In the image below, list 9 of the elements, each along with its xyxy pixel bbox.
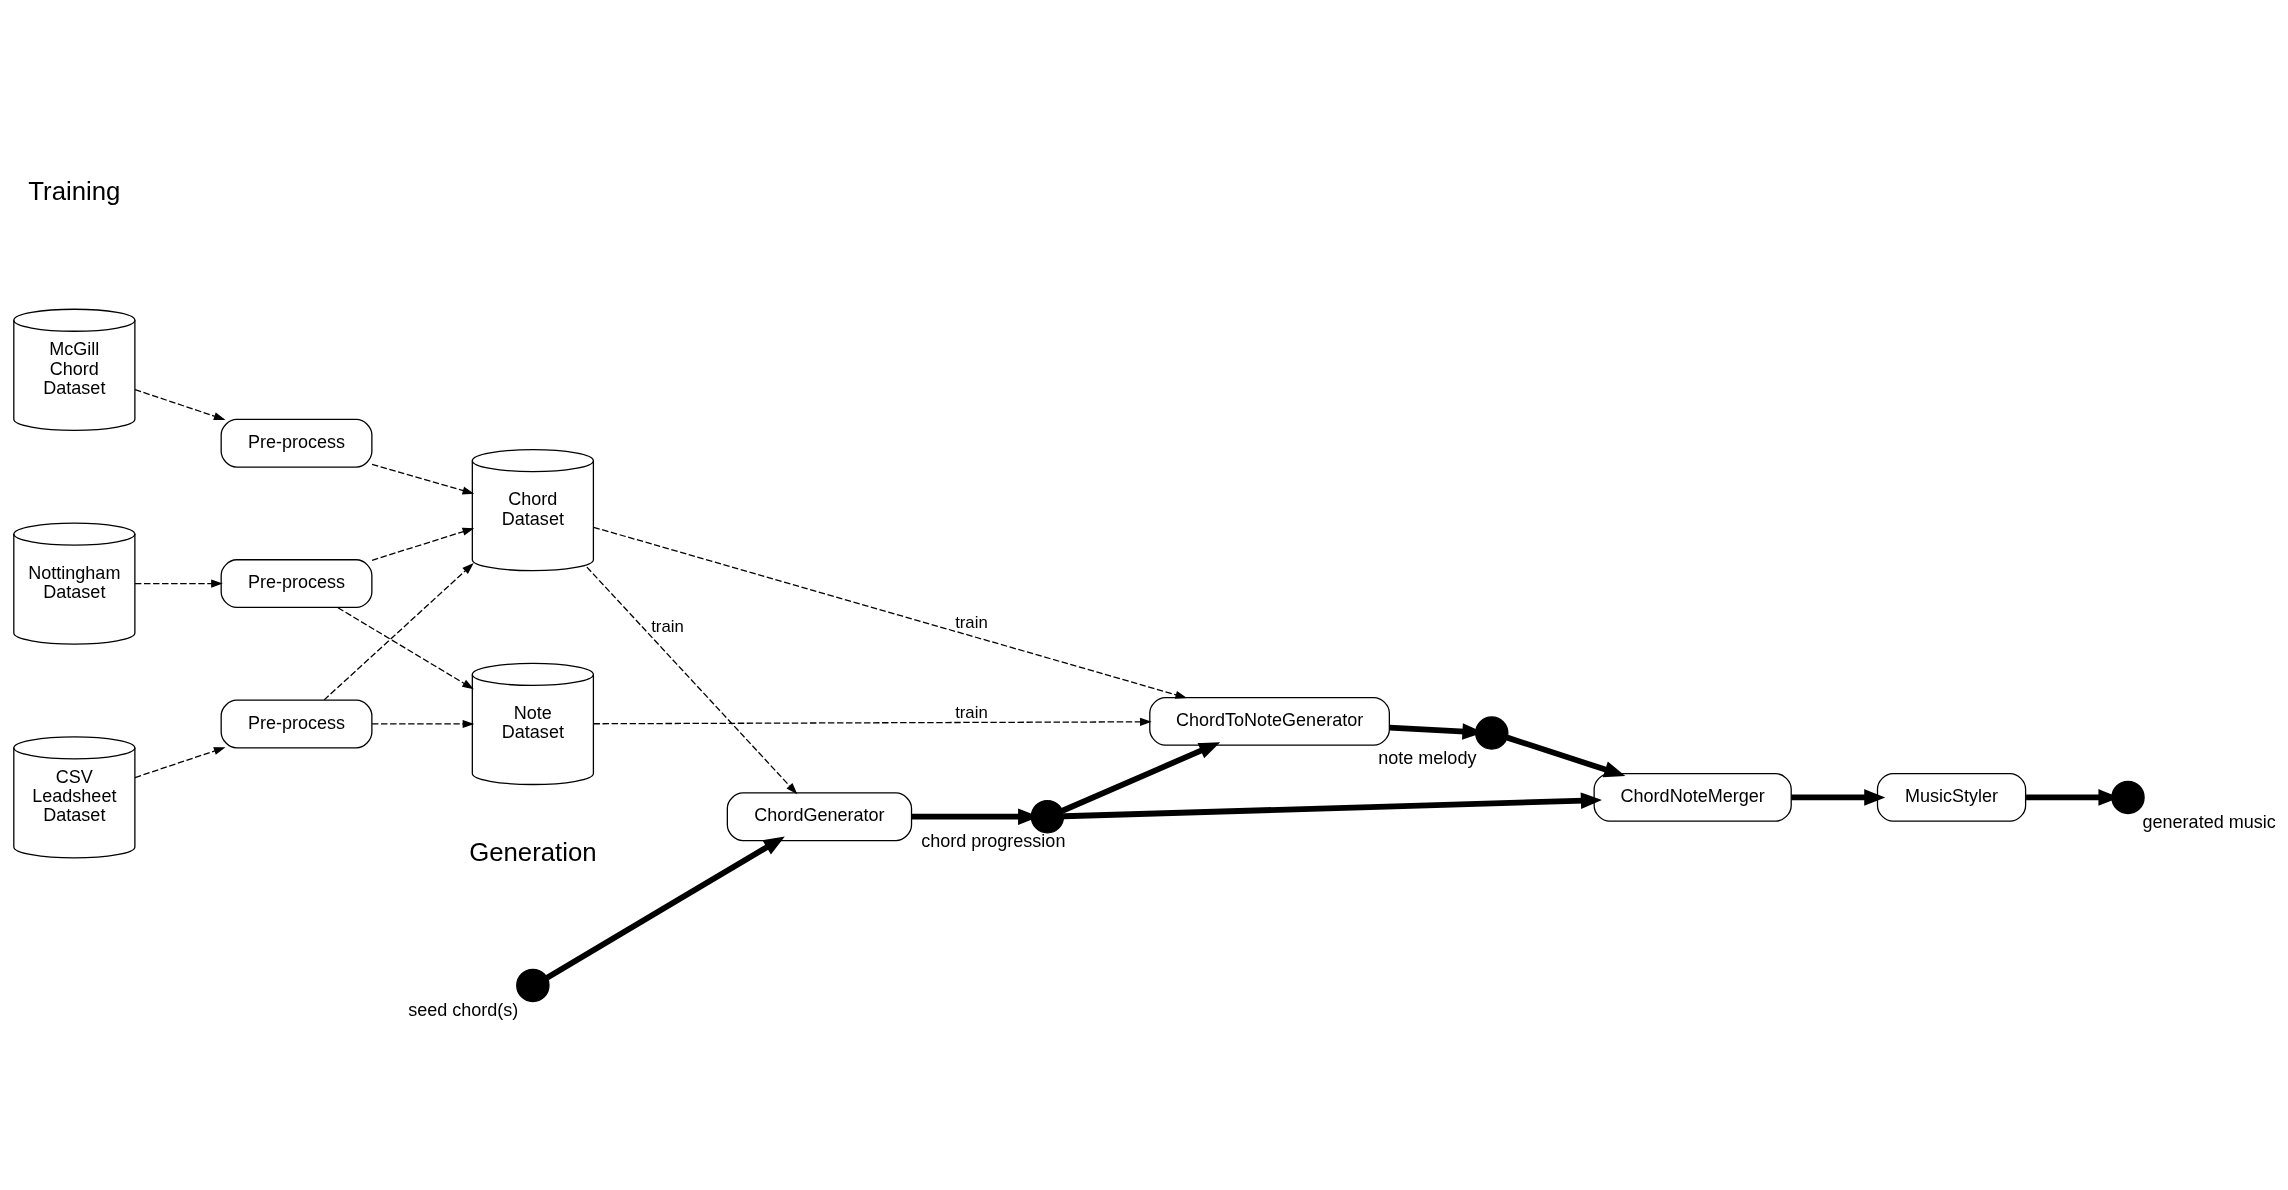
node-label: generated music [2142,811,2276,832]
edge-label: train [955,702,988,722]
label: Generation [469,837,597,865]
edge-label: train [651,616,684,636]
node-label: note melody [1378,747,1477,768]
label: Training [28,176,121,205]
node-label: seed chord(s) [408,999,519,1020]
node-label: chord progression [921,830,1066,851]
edge-label: train [955,612,988,632]
